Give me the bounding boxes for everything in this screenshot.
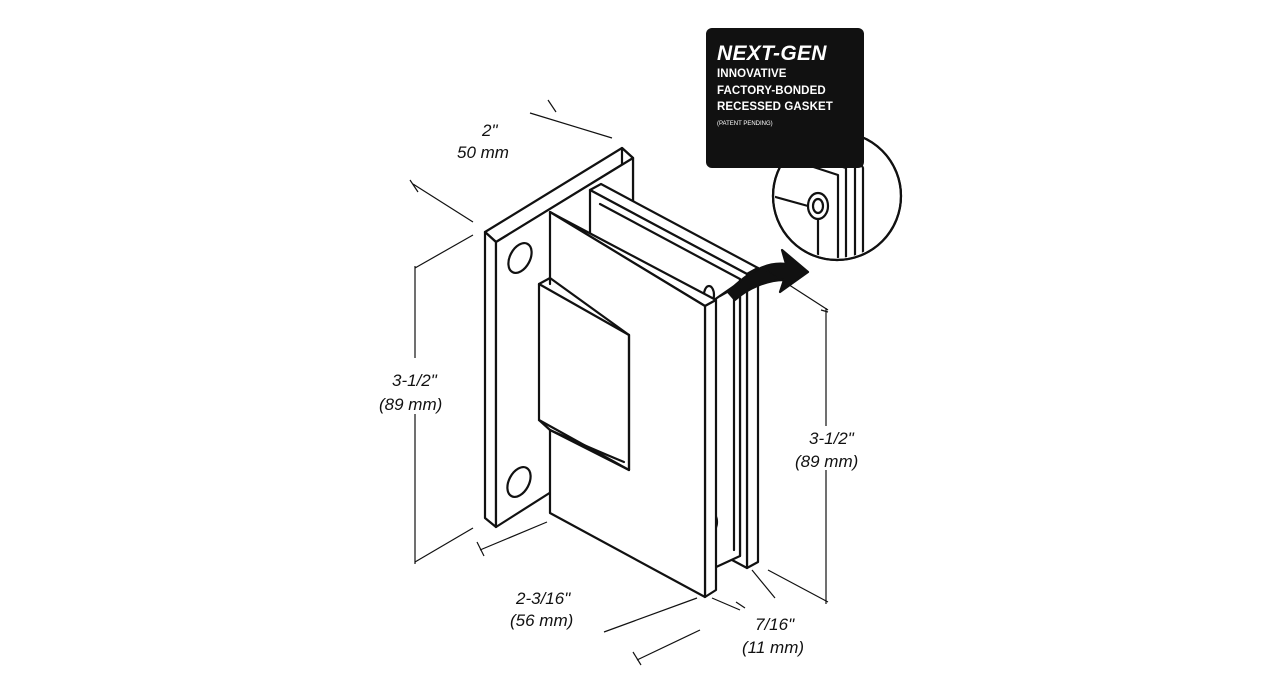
dimension-lines xyxy=(409,99,829,666)
callout-line-1: INNOVATIVE xyxy=(717,68,787,80)
dim-height-right-metric: (89 mm) xyxy=(795,452,858,471)
next-gen-callout: NEXT-GEN INNOVATIVE FACTORY-BONDED RECES… xyxy=(706,28,864,168)
dim-height-left-imperial: 3-1/2" xyxy=(392,371,438,390)
mounting-hole-bottom xyxy=(506,466,532,498)
callout-arrow xyxy=(726,248,810,302)
hinge-knuckle xyxy=(537,276,631,472)
dim-width-imperial: 2" xyxy=(481,121,498,140)
callout-patent-note: (PATENT PENDING) xyxy=(717,120,773,127)
mounting-hole-top xyxy=(507,242,533,274)
dim-width-metric: 50 mm xyxy=(457,143,509,162)
dim-depth-metric: (56 mm) xyxy=(510,611,573,630)
dim-height-right-imperial: 3-1/2" xyxy=(809,429,855,448)
dim-depth-imperial: 2-3/16" xyxy=(515,589,571,608)
callout-title: NEXT-GEN xyxy=(717,42,827,65)
dimension-labels: 2" 50 mm 3-1/2" (89 mm) 3-1/2" (89 mm) 2… xyxy=(379,121,858,657)
callout-line-2: FACTORY-BONDED xyxy=(717,84,826,97)
dim-gap-metric: (11 mm) xyxy=(742,638,804,657)
callout-line-3: RECESSED GASKET xyxy=(717,101,833,113)
dim-gap-imperial: 7/16" xyxy=(755,615,795,634)
dim-height-left-metric: (89 mm) xyxy=(379,395,442,414)
